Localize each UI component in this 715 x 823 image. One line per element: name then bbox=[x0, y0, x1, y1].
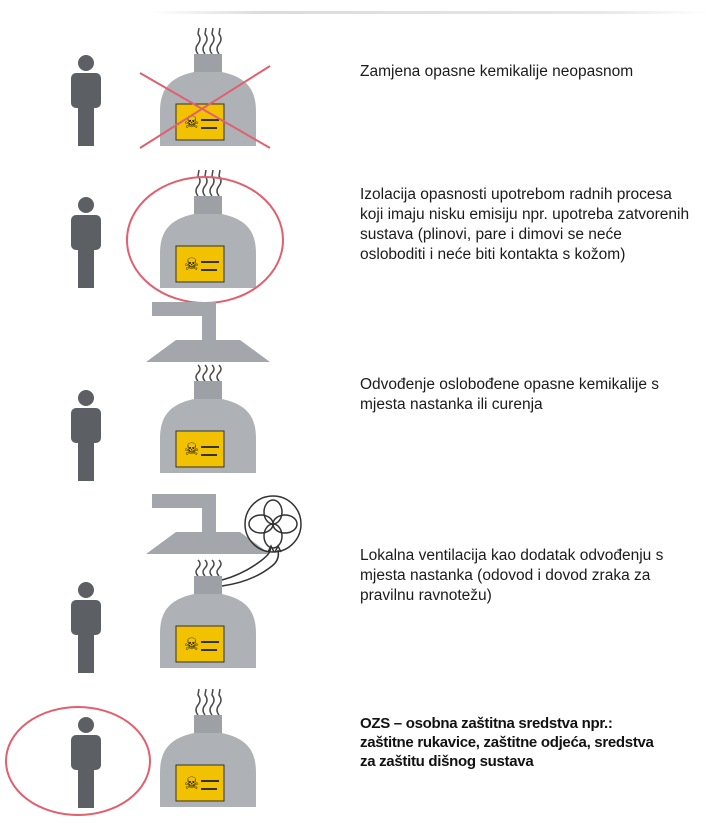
fumes-icon bbox=[195, 27, 222, 55]
svg-text:☠: ☠ bbox=[184, 440, 199, 460]
ventilation-caption: Lokalna ventilacija kao dodatak odvođenj… bbox=[360, 547, 664, 604]
person-icon bbox=[71, 582, 101, 673]
fumes-icon bbox=[195, 559, 222, 577]
extraction-caption: Odvođenje oslobođene opasne kemikalije s… bbox=[360, 376, 660, 413]
fumes-icon bbox=[195, 688, 222, 716]
ventilation-illustration: ☠ bbox=[0, 490, 340, 675]
ppe-caption: OZS – osobna zaštitna sredstva npr.: zaš… bbox=[360, 715, 654, 770]
person-icon bbox=[71, 197, 101, 288]
fan-icon bbox=[244, 495, 302, 553]
hazard-bottle-icon: ☠ bbox=[160, 576, 256, 668]
svg-text:☠: ☠ bbox=[184, 774, 199, 794]
extraction-illustration: ☠ bbox=[0, 298, 340, 483]
svg-text:☠: ☠ bbox=[184, 635, 199, 655]
fumes-icon bbox=[195, 169, 222, 197]
ppe-illustration: ☠ bbox=[0, 683, 340, 823]
substitution-caption: Zamjena opasne kemikalije neopasnom bbox=[360, 63, 634, 80]
airflow-arrows-icon bbox=[221, 544, 282, 587]
substitution-illustration: ☠ bbox=[0, 18, 340, 158]
isolation-caption: Izolacija opasnosti upotrebom radnih pro… bbox=[360, 186, 690, 263]
hazard-bottle-icon: ☠ bbox=[160, 715, 256, 807]
cross-out-icon bbox=[139, 65, 271, 149]
person-icon bbox=[71, 390, 101, 481]
extraction-hood-icon bbox=[146, 494, 270, 554]
isolation-illustration: ☠ bbox=[0, 163, 340, 304]
hazard-bottle-icon: ☠ bbox=[160, 196, 256, 288]
person-icon bbox=[71, 55, 101, 146]
extraction-hood-icon bbox=[146, 302, 270, 362]
person-icon bbox=[71, 717, 101, 808]
hazard-bottle-icon: ☠ bbox=[160, 381, 256, 473]
svg-text:☠: ☠ bbox=[184, 255, 199, 275]
fumes-icon bbox=[195, 364, 222, 382]
ppe-ring-icon bbox=[5, 706, 151, 816]
top-divider bbox=[150, 11, 710, 14]
